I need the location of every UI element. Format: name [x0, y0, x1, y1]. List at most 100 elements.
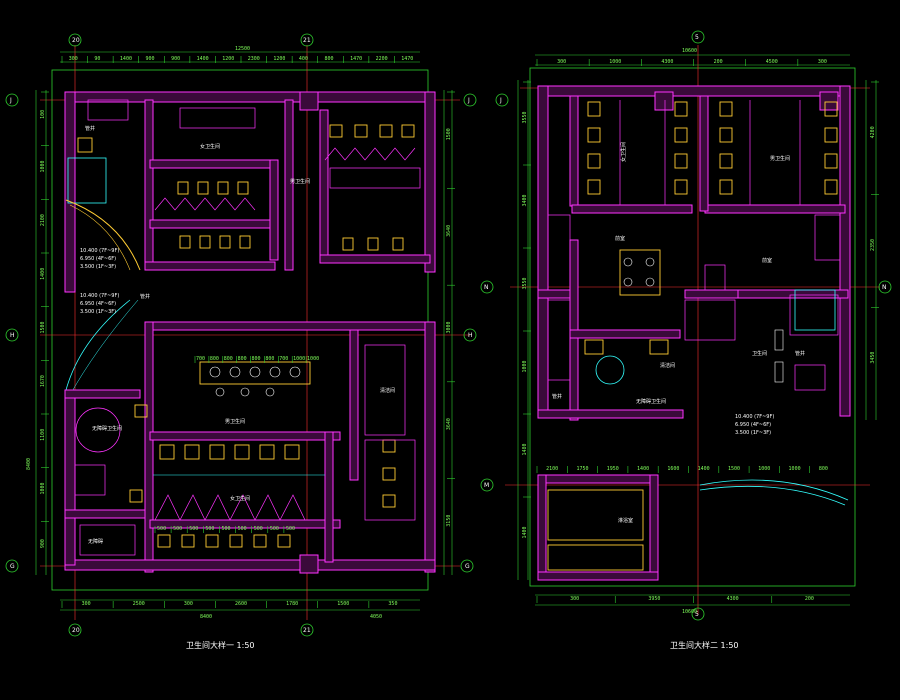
dimension-value: 3640 — [446, 225, 452, 237]
axis-bubble-label: J — [467, 97, 470, 104]
dimension-value: 200 — [805, 596, 814, 602]
dimension-value: 2100 — [546, 466, 558, 472]
dimension-total: 4050 — [370, 614, 382, 620]
dimension-value: 1000 — [307, 356, 319, 362]
dimension-value: 350 — [388, 601, 397, 607]
level-note: 10.400 (7F~9F) — [735, 414, 774, 420]
dimension-value: 1400 — [637, 466, 649, 472]
dimension-value: 1500 — [337, 601, 349, 607]
room-label: 男卫生间 — [225, 418, 245, 425]
level-note: 6.950 (4F~6F) — [80, 301, 116, 307]
dimension-value: 1000 — [293, 356, 305, 362]
room-label: 女卫生间 — [230, 495, 250, 502]
dimension-value: 900 — [171, 56, 180, 62]
room-label: 清洁间 — [380, 387, 395, 394]
dimension-value: 100 — [40, 110, 46, 119]
dimension-value: 500 — [286, 526, 295, 532]
dimension-value: 800 — [325, 56, 334, 62]
dimension-value: 1000 — [789, 466, 801, 472]
dimension-total: 8400 — [200, 614, 212, 620]
dimension-value: 900 — [146, 56, 155, 62]
dimension-value: 1200 — [273, 56, 285, 62]
dimension-value: 1780 — [286, 601, 298, 607]
level-note: 6.950 (4F~6F) — [80, 256, 116, 262]
axis-bubble-label: 20 — [72, 627, 80, 634]
dimension-value: 500 — [205, 526, 214, 532]
room-label: 管井 — [140, 293, 150, 300]
room-label: 无障碍 — [88, 538, 103, 545]
axis-bubble-label: 5 — [695, 611, 699, 618]
axis-bubble-label: G — [465, 563, 470, 570]
dimension-value: 1670 — [40, 375, 46, 387]
axis-bubble-label: N — [882, 284, 887, 291]
dimension-value: 90 — [94, 56, 100, 62]
room-label: 管井 — [795, 350, 805, 357]
dimension-total: 8400 — [26, 458, 32, 470]
dimension-value: 2350 — [870, 239, 876, 251]
dimension-value: 500 — [270, 526, 279, 532]
dimension-value: 2300 — [248, 56, 260, 62]
dimension-value: 800 — [238, 356, 247, 362]
dimension-value: 3640 — [446, 418, 452, 430]
level-note: 10.400 (7F~9F) — [80, 293, 119, 299]
dimension-value: 300 — [557, 59, 566, 65]
dimension-value: 500 — [222, 526, 231, 532]
dimension-value: 1500 — [40, 321, 46, 333]
dimension-value: 3400 — [522, 194, 528, 206]
dimension-value: 900 — [40, 539, 46, 548]
axis-bubble-label: 5 — [695, 34, 699, 41]
dimension-value: 1400 — [698, 466, 710, 472]
dimension-value: 200 — [714, 59, 723, 65]
dimension-value: 2500 — [133, 601, 145, 607]
drawing-title-text: 卫生间大样二 — [670, 641, 718, 650]
dimension-value: 300 — [570, 596, 579, 602]
dimension-value: 1100 — [40, 429, 46, 441]
dimension-value: 1400 — [197, 56, 209, 62]
dimension-value: 1500 — [446, 128, 452, 140]
dimension-value: 4500 — [766, 59, 778, 65]
dimension-total: 10600 — [682, 609, 697, 615]
dimension-value: 3550 — [522, 277, 528, 289]
room-label: 无障碍卫生间 — [636, 398, 666, 405]
dimension-value: 1480 — [522, 443, 528, 455]
room-label: 淋浴室 — [618, 517, 633, 524]
dimension-value: 4300 — [727, 596, 739, 602]
axis-bubble-label: N — [484, 284, 489, 291]
axis-bubble-label: H — [10, 332, 15, 339]
room-label: 男卫生间 — [290, 178, 310, 185]
level-note: 3.500 (1F~3F) — [80, 309, 116, 315]
dimension-value: 500 — [173, 526, 182, 532]
level-note: 3.500 (1F~3F) — [80, 264, 116, 270]
dimension-value: 700 — [279, 356, 288, 362]
dimension-value: 1600 — [667, 466, 679, 472]
dimension-value: 800 — [224, 356, 233, 362]
dimension-value: 3150 — [446, 515, 452, 527]
drawing-title-text: 卫生间大样一 — [186, 641, 234, 650]
dimension-value: 800 — [252, 356, 261, 362]
room-label: 女卫生间 — [620, 142, 627, 162]
dimension-value: 4300 — [661, 59, 673, 65]
room-label: 前室 — [762, 257, 772, 264]
axis-bubble-label: M — [484, 482, 489, 489]
dimension-value: 500 — [238, 526, 247, 532]
dimension-value: 3550 — [522, 111, 528, 123]
dimension-value: 2200 — [376, 56, 388, 62]
dimension-value: 4200 — [870, 126, 876, 138]
dimension-total: 12500 — [235, 46, 250, 52]
dimension-value: 3000 — [446, 321, 452, 333]
dimension-value: 1000 — [522, 360, 528, 372]
dimension-value: 2600 — [235, 601, 247, 607]
room-label: 管井 — [85, 125, 95, 132]
dimension-value: 800 — [819, 466, 828, 472]
dimension-value: 500 — [254, 526, 263, 532]
room-label: 男卫生间 — [770, 155, 790, 162]
dimension-value: 300 — [818, 59, 827, 65]
dimension-value: 700 — [196, 356, 205, 362]
room-label: 无障碍卫生间 — [92, 425, 122, 432]
axis-bubble-label: J — [9, 97, 12, 104]
level-note: 10.400 (7F~9F) — [80, 248, 119, 254]
dimension-value: 500 — [189, 526, 198, 532]
drawing-scale: 1:50 — [720, 641, 739, 650]
dimension-value: 1200 — [222, 56, 234, 62]
dimension-value: 1750 — [576, 466, 588, 472]
